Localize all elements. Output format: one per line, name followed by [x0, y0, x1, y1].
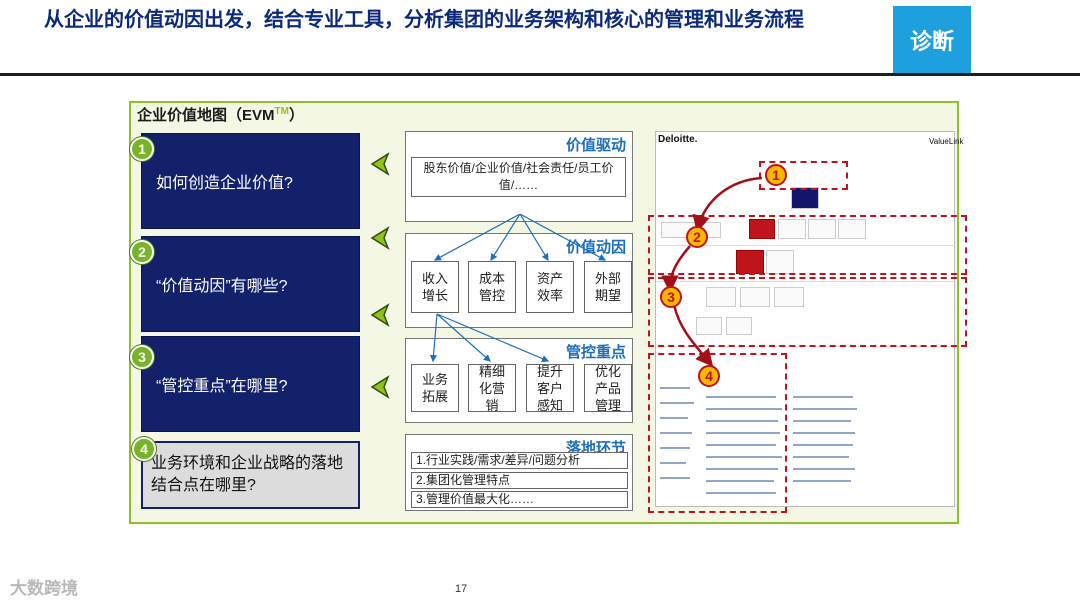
cause-cell: 资产效率 [526, 261, 574, 313]
question-box-4: 业务环境和企业战略的落地结合点在哪里? [141, 441, 360, 509]
tree-node [726, 317, 752, 335]
text-line [660, 477, 690, 479]
text-line [793, 456, 849, 458]
landing-item: 1.行业实践/需求/差异/问题分析 [411, 452, 628, 469]
text-line [706, 408, 782, 410]
tree-node [774, 287, 804, 307]
valuelink-screenshot [655, 131, 956, 507]
highlight-region-4 [648, 353, 787, 513]
panel-heading: 管控重点 [565, 344, 626, 361]
flow-arrows [661, 176, 763, 367]
text-line [660, 462, 686, 464]
tree-node-highlight [736, 250, 764, 274]
focus-cell: 精细化营销 [468, 364, 516, 413]
text-line [660, 447, 690, 449]
panel-value-cause: 价值动因 收入增长 成本管控 资产效率 外部期望 [405, 233, 633, 328]
panel-landing: 落地环节 1.行业实践/需求/差异/问题分析 2.集团化管理特点 3.管理价值最… [405, 434, 633, 511]
question-box-3: “管控重点”在哪里? [141, 336, 360, 432]
text-line [660, 387, 690, 389]
divider [656, 245, 956, 246]
text-line [660, 417, 688, 419]
text-line [793, 396, 853, 398]
step-badge-4: 4 [132, 437, 156, 461]
text-line [706, 480, 774, 482]
question-box-2: “价值动因”有哪些? [141, 236, 360, 332]
trademark-sup: TM [274, 106, 289, 117]
marker-3: 3 [660, 286, 682, 308]
cause-cell: 收入增长 [411, 261, 459, 313]
chevron-left-icon [370, 375, 390, 399]
marker-1: 1 [765, 164, 787, 186]
text-line [660, 402, 694, 404]
text-line [706, 444, 776, 446]
valuelink-logo: ValueLink [929, 137, 964, 146]
tree-node [838, 219, 866, 239]
panel-control-focus: 管控重点 业务拓展 精细化营销 提升客户感知 优化产品管理 [405, 338, 633, 423]
highlight-region-2 [648, 215, 967, 275]
text-line [706, 432, 780, 434]
text-line [793, 420, 851, 422]
text-line [793, 408, 857, 410]
landing-item: 2.集团化管理特点 [411, 472, 628, 489]
tree-root-node [791, 187, 819, 209]
panel-heading: 价值驱动 [565, 137, 626, 154]
text-line [793, 468, 855, 470]
highlight-region-3 [648, 277, 967, 347]
chevron-left-icon [370, 303, 390, 327]
focus-cell: 业务拓展 [411, 364, 459, 412]
cause-cell: 成本管控 [468, 261, 516, 313]
watermark: 大数跨境 [10, 579, 78, 598]
step-badge-2: 2 [130, 240, 154, 264]
tree-node [740, 287, 770, 307]
page-title: 从企业的价值动因出发，结合专业工具，分析集团的业务架构和核心的管理和业务流程 [44, 9, 804, 31]
connector-arrows [429, 214, 607, 363]
highlight-region-1 [759, 161, 848, 190]
focus-cell: 提升客户感知 [526, 364, 574, 413]
step-badge-3: 3 [130, 345, 154, 369]
text-line [706, 468, 778, 470]
text-line [793, 480, 851, 482]
diagnosis-tag: 诊断 [893, 6, 971, 74]
question-box-1: 如何创造企业价值? [141, 133, 360, 229]
deloitte-logo: Deloitte. [658, 134, 698, 145]
focus-cell: 优化产品管理 [584, 364, 632, 413]
marker-2: 2 [686, 226, 708, 248]
tree-node [778, 219, 806, 239]
tree-node-highlight [749, 219, 775, 239]
marker-4: 4 [698, 365, 720, 387]
page-number: 17 [455, 583, 468, 595]
landing-item: 3.管理价值最大化…… [411, 491, 628, 508]
evm-map-title: 企业价值地图（EVMTM） [137, 106, 304, 124]
text-line [793, 432, 855, 434]
text-line [706, 492, 776, 494]
value-driver-text: 股东价值/企业价值/社会责任/员工价值/…… [411, 157, 626, 197]
divider [656, 281, 956, 282]
text-line [793, 444, 853, 446]
text-line [660, 432, 692, 434]
tree-node [706, 287, 736, 307]
chevron-left-icon [370, 226, 390, 250]
text-line [706, 420, 778, 422]
title-divider [0, 73, 1080, 76]
text-line [706, 396, 776, 398]
step-badge-1: 1 [130, 137, 154, 161]
panel-value-driver: 价值驱动 股东价值/企业价值/社会责任/员工价值/…… [405, 131, 633, 222]
cause-cell: 外部期望 [584, 261, 632, 313]
panel-heading: 价值动因 [565, 239, 626, 256]
text-line [706, 456, 782, 458]
tree-node [808, 219, 836, 239]
tree-node [696, 317, 722, 335]
chevron-left-icon [370, 152, 390, 176]
